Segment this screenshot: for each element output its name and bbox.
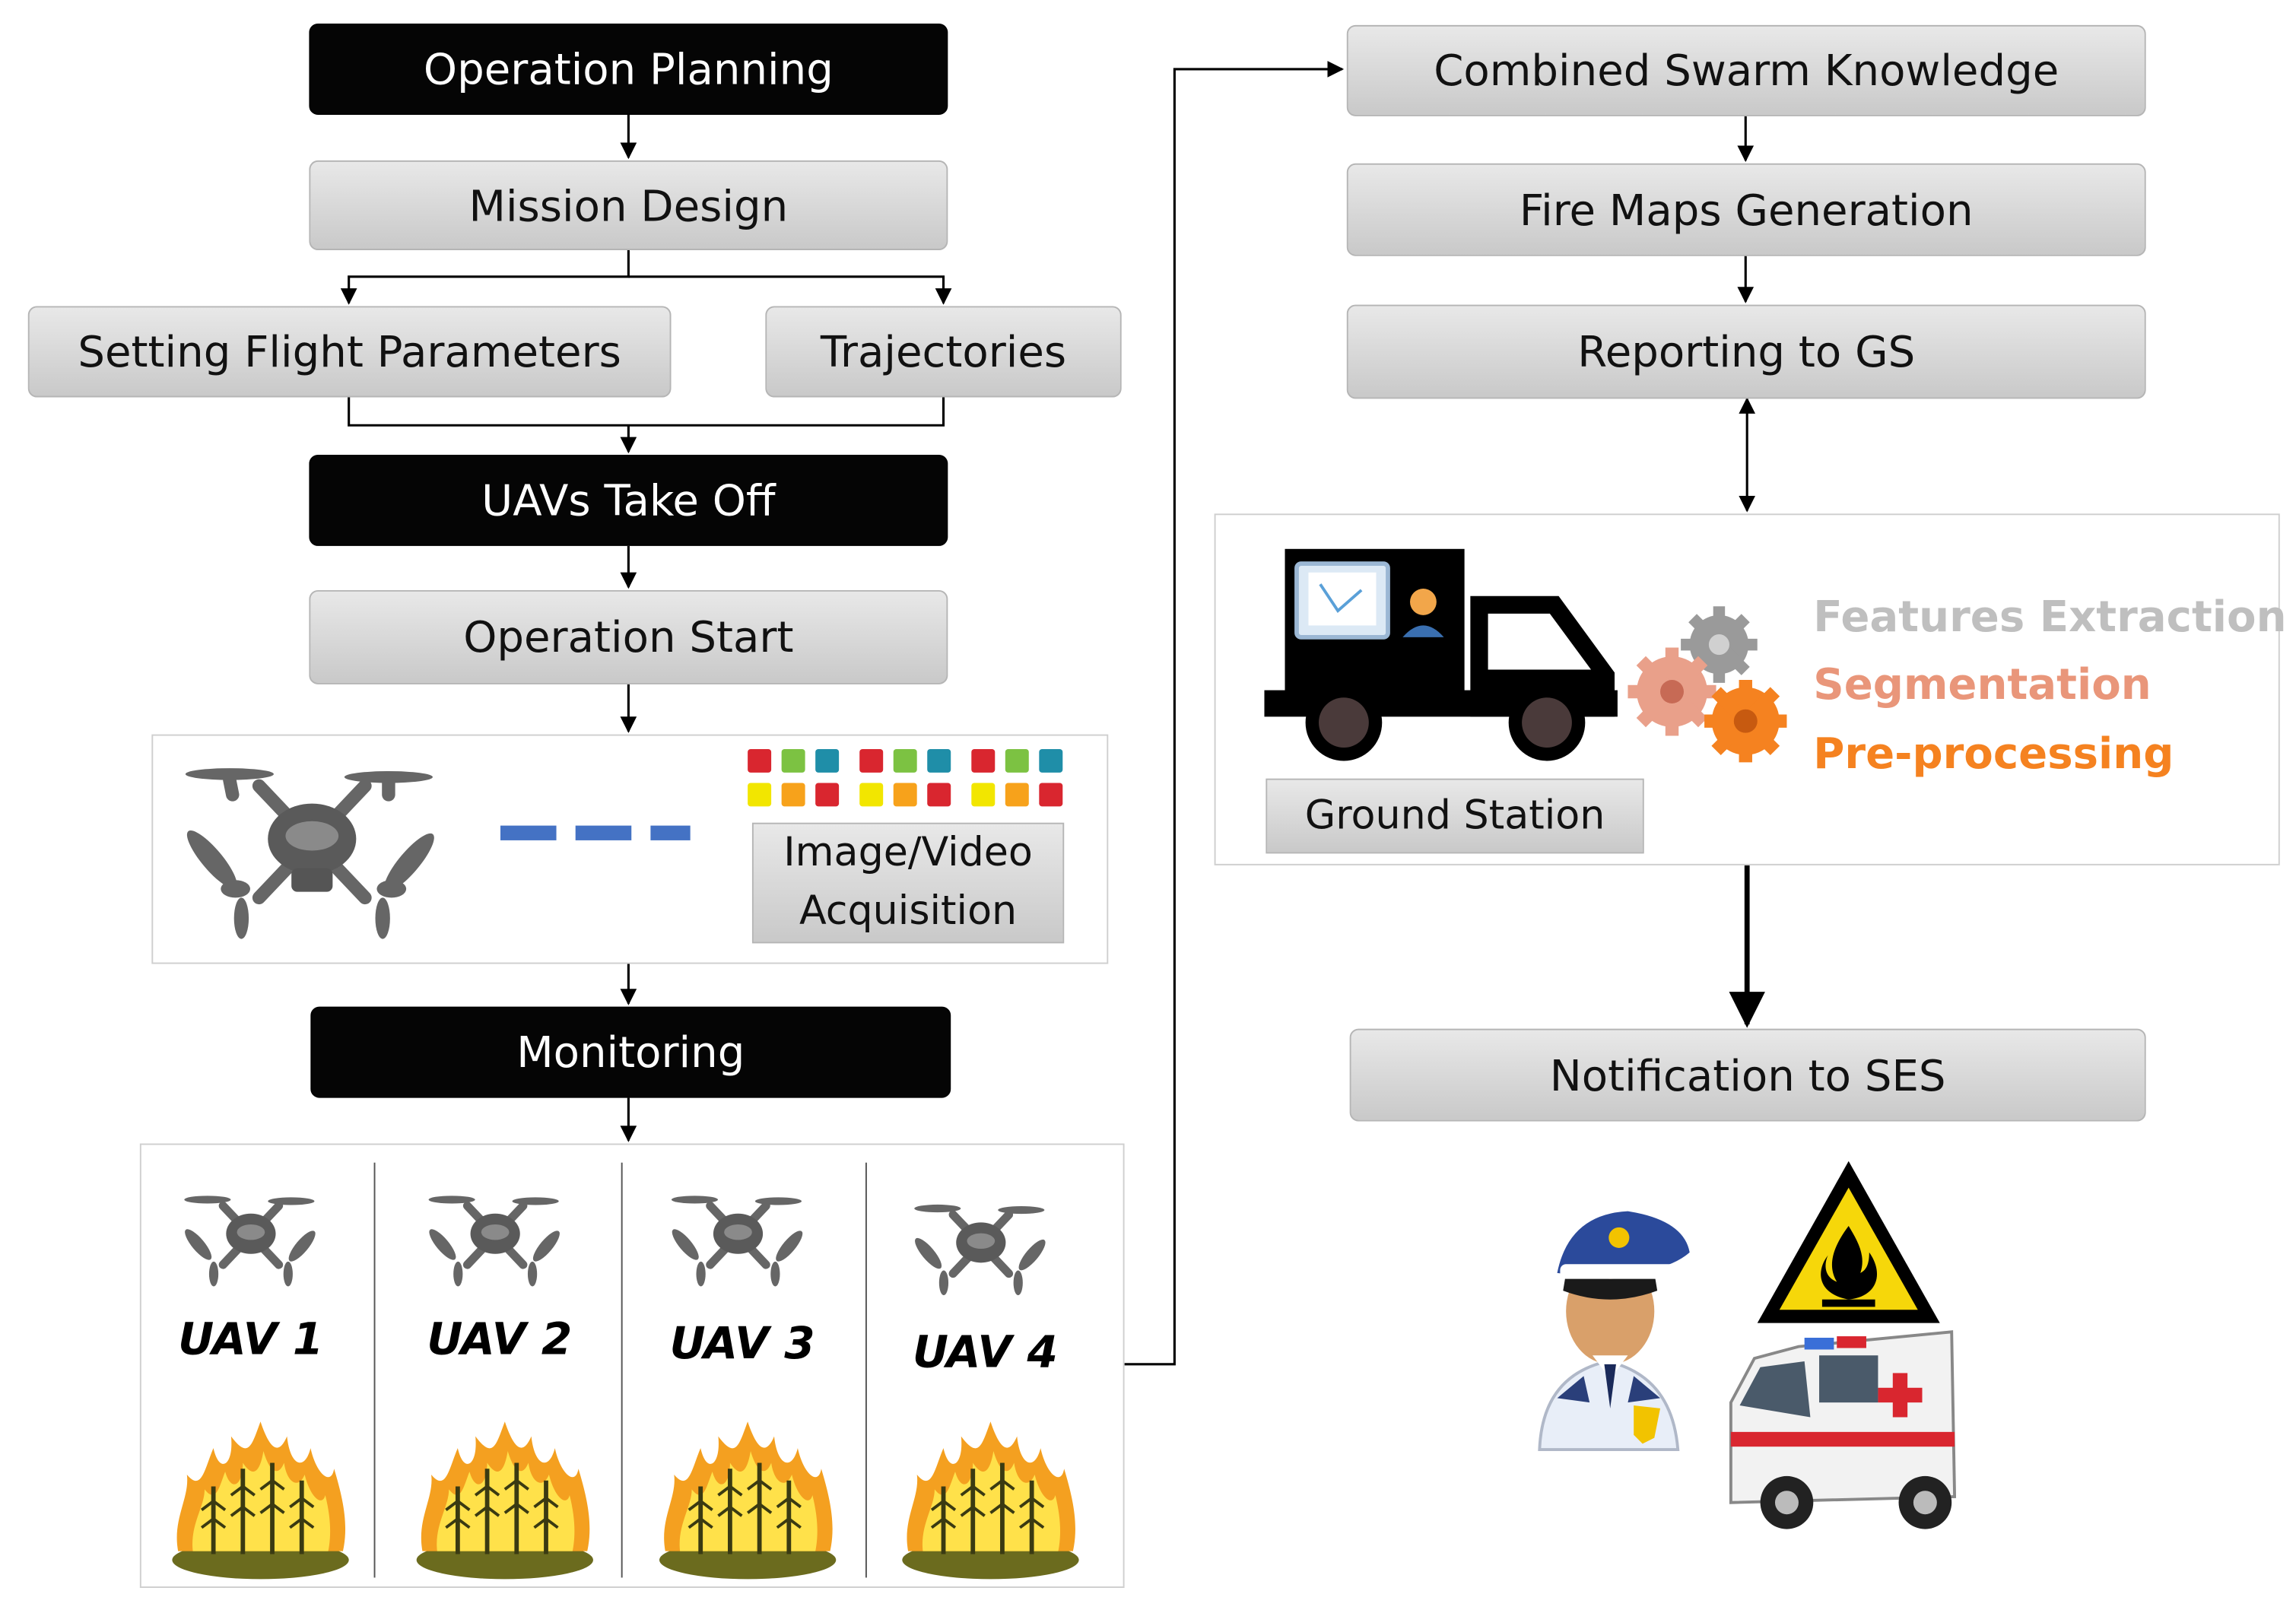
gears-icon bbox=[1628, 606, 1787, 763]
trajectories-box: Trajectories bbox=[765, 306, 1122, 398]
uav-column-divider bbox=[865, 1162, 867, 1578]
acquisition-line-1: Image/Video bbox=[783, 830, 1033, 876]
emergency-services-illustration bbox=[1538, 1161, 1957, 1529]
fire-forest-icon bbox=[170, 1416, 352, 1586]
monitoring-box: Monitoring bbox=[310, 1006, 951, 1098]
setting-flight-parameters-box: Setting Flight Parameters bbox=[27, 306, 672, 398]
uav-drone-icon bbox=[178, 1185, 326, 1300]
image-tiles-icon bbox=[748, 748, 1063, 807]
drone-icon bbox=[185, 768, 434, 939]
acquisition-panel: Image/Video Acquisition bbox=[151, 734, 1109, 964]
uav-column-divider bbox=[373, 1162, 376, 1578]
uav-column-divider bbox=[621, 1162, 623, 1578]
ground-station-box: Ground Station bbox=[1265, 778, 1644, 854]
operation-planning-box: Operation Planning bbox=[309, 23, 948, 115]
pre-processing-label: Pre-processing bbox=[1813, 728, 2174, 779]
fire-hazard-sign-icon bbox=[1757, 1161, 1940, 1323]
combined-swarm-knowledge-box: Combined Swarm Knowledge bbox=[1346, 24, 2146, 116]
acquisition-line-2: Acquisition bbox=[799, 888, 1018, 935]
notification-to-ses-box: Notification to SES bbox=[1349, 1028, 2146, 1122]
ground-station-panel: Features Extraction Segmentation Pre-pro… bbox=[1214, 513, 2287, 865]
fire-maps-generation-box: Fire Maps Generation bbox=[1346, 163, 2146, 256]
uav-drone-icon bbox=[908, 1193, 1056, 1308]
uav-label: UAV 4 bbox=[912, 1327, 1058, 1380]
uav-label: UAV 1 bbox=[178, 1314, 324, 1366]
police-officer-icon bbox=[1538, 1211, 1690, 1452]
image-video-acquisition-box: Image/Video Acquisition bbox=[751, 822, 1065, 944]
uav-label: UAV 2 bbox=[427, 1314, 573, 1366]
reporting-to-gs-box: Reporting to GS bbox=[1346, 304, 2146, 399]
fire-forest-icon bbox=[899, 1416, 1081, 1586]
fire-forest-icon bbox=[656, 1416, 839, 1586]
truck-icon bbox=[1264, 548, 1618, 761]
uav-drone-icon bbox=[422, 1185, 570, 1300]
features-extraction-label: Features Extraction bbox=[1813, 591, 2287, 642]
uav-label: UAV 3 bbox=[669, 1318, 815, 1370]
ambulance-icon bbox=[1729, 1330, 1957, 1529]
uav-drone-icon bbox=[665, 1185, 813, 1300]
operation-start-box: Operation Start bbox=[309, 589, 948, 684]
mission-design-box: Mission Design bbox=[309, 160, 948, 250]
uavs-take-off-box: UAVs Take Off bbox=[309, 454, 948, 546]
fire-forest-icon bbox=[414, 1416, 596, 1586]
transmission-dashes bbox=[500, 825, 691, 840]
segmentation-label: Segmentation bbox=[1813, 659, 2152, 710]
